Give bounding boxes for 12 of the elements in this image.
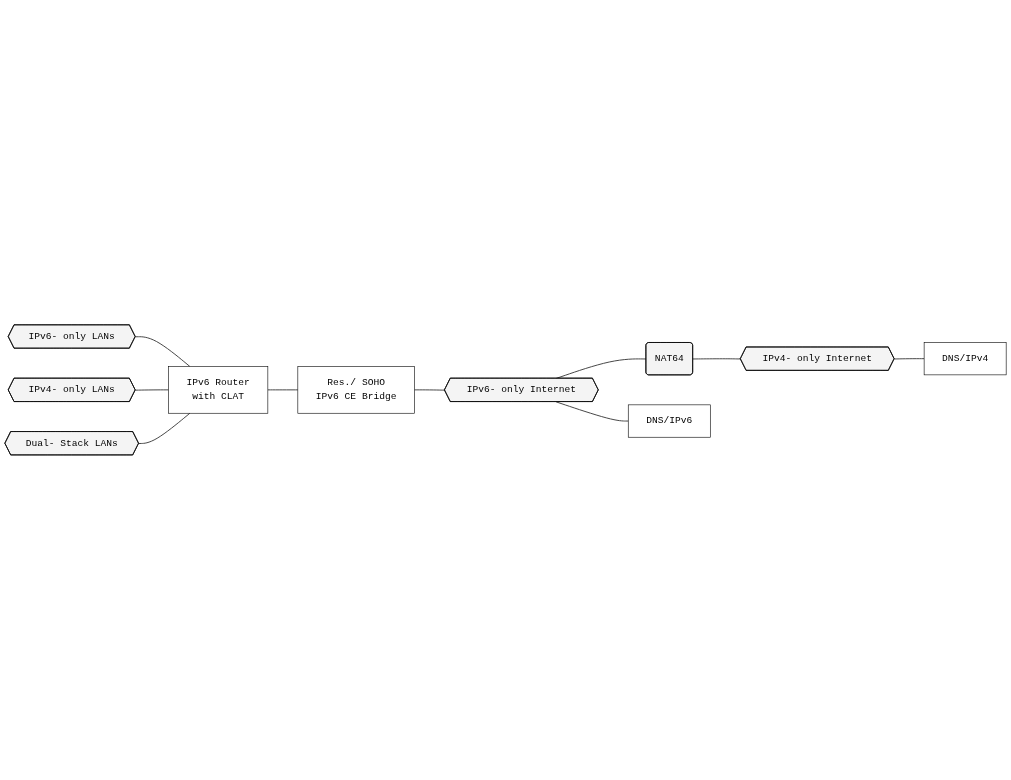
connector	[692, 358, 742, 360]
node-box: Res./ SOHO IPv6 CE Bridge	[297, 366, 415, 414]
connector	[135, 336, 191, 368]
connector	[413, 389, 446, 391]
connector	[555, 401, 629, 422]
connector	[267, 389, 299, 391]
connector	[135, 389, 169, 391]
node-box: DNS/IPv6	[627, 404, 711, 438]
connector	[138, 412, 191, 445]
node-box: IPv6 Router with CLAT	[168, 366, 269, 414]
node-box: DNS/IPv4	[923, 342, 1007, 376]
connector	[894, 358, 925, 360]
